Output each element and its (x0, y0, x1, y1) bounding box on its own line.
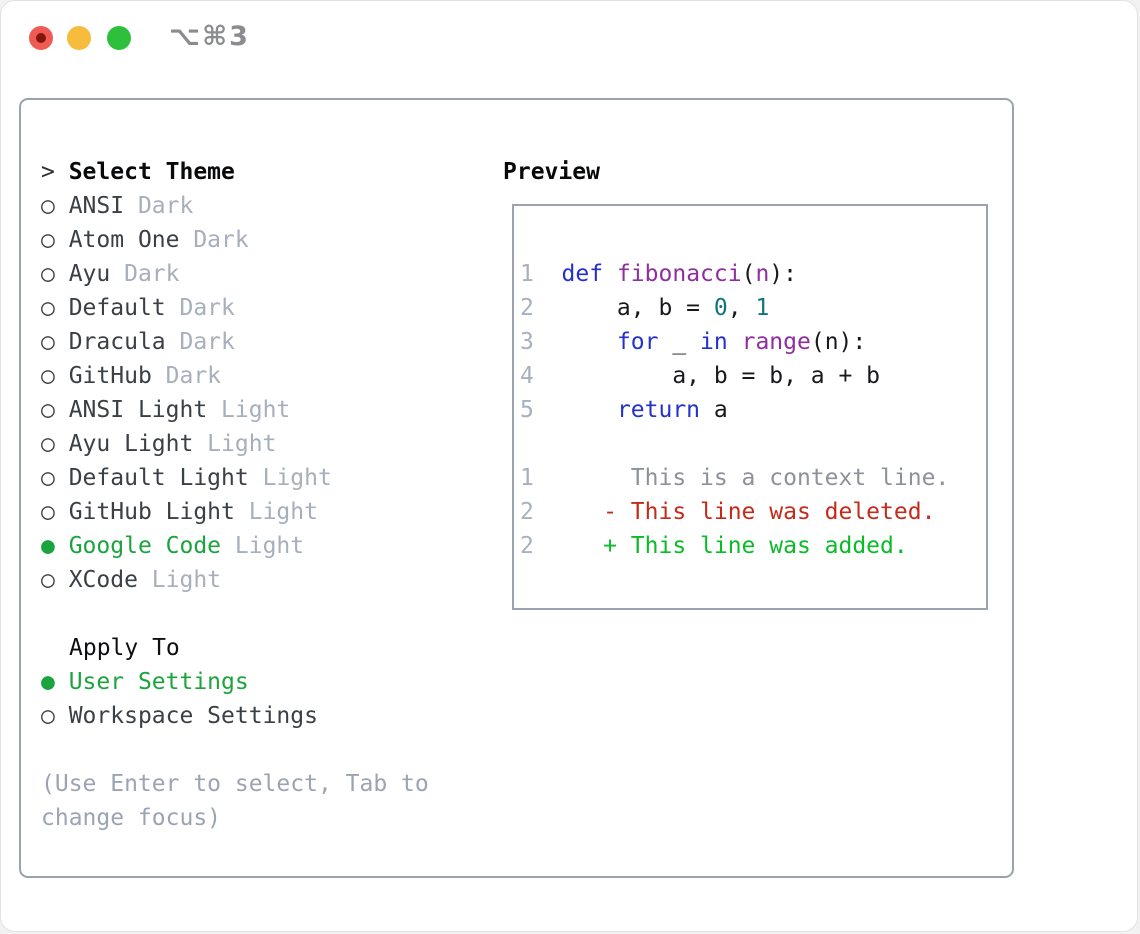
radio-icon: ○ (41, 431, 69, 457)
theme-item-label: GitHub Light (68, 499, 235, 525)
theme-item-label: ANSI (68, 193, 125, 219)
theme-item-label: Default Light (68, 465, 249, 491)
help-line: change focus) (41, 805, 222, 831)
zoom-button-icon[interactable] (107, 26, 131, 50)
preview-line: 4 a, b = b, a + b (520, 363, 881, 389)
minimize-button-icon[interactable] (67, 26, 91, 50)
radio-icon: ○ (41, 261, 69, 287)
preview-line: 3 for _ in range(n): (520, 329, 867, 355)
theme-item-label: XCode (68, 567, 138, 593)
theme-item-ayu-light[interactable]: ○ Ayu Light Light (41, 427, 332, 461)
theme-list: > Select Theme ○ ANSI Dark○ Atom One Dar… (41, 155, 332, 597)
radio-icon: ○ (41, 329, 69, 355)
variant-tag: Dark (151, 363, 222, 389)
preview-line: 2 - This line was deleted. (520, 499, 936, 525)
preview-line (520, 427, 949, 461)
radio-selected-icon: ● (41, 669, 69, 695)
theme-picker-panel: > Select Theme ○ ANSI Dark○ Atom One Dar… (19, 98, 1014, 878)
theme-list-title: Select Theme (68, 159, 235, 185)
theme-item-google-code[interactable]: ● Google Code Light (41, 529, 332, 563)
preview-title: Preview (503, 159, 600, 185)
theme-item-label: Dracula (68, 329, 166, 355)
apply-option-user-settings[interactable]: ● User Settings (41, 665, 318, 699)
help-line: (Use Enter to select, Tab to (41, 771, 429, 797)
variant-tag: Light (234, 499, 318, 525)
apply-to-section: Apply To ● User Settings○ Workspace Sett… (41, 631, 318, 733)
variant-tag: Light (221, 533, 305, 559)
radio-selected-icon: ● (41, 533, 69, 559)
help-text: (Use Enter to select, Tab to change focus… (41, 767, 429, 835)
preview-line: 2 + This line was added. (520, 533, 908, 559)
theme-item-label: Default (68, 295, 166, 321)
theme-item-label: GitHub (68, 363, 152, 389)
radio-icon: ○ (41, 363, 69, 389)
preview-line: 1 This is a context line. (520, 465, 950, 491)
theme-item-xcode[interactable]: ○ XCode Light (41, 563, 332, 597)
variant-tag: Light (207, 397, 291, 423)
theme-item-ansi[interactable]: ○ ANSI Dark (41, 189, 332, 223)
code-preview: 1 def fibonacci(n): 2 a, b = 0, 1 3 for _ … (520, 257, 949, 563)
apply-option-label: Workspace Settings (68, 703, 318, 729)
variant-tag: Light (248, 465, 332, 491)
close-button-icon[interactable] (29, 26, 53, 50)
apply-option-label: User Settings (68, 669, 249, 695)
preview-line: 1 def fibonacci(n): (520, 261, 797, 287)
radio-icon: ○ (41, 499, 69, 525)
variant-tag: Light (193, 431, 277, 457)
theme-item-dracula[interactable]: ○ Dracula Dark (41, 325, 332, 359)
theme-item-label: Atom One (68, 227, 180, 253)
theme-item-default-light[interactable]: ○ Default Light Light (41, 461, 332, 495)
radio-icon: ○ (41, 295, 69, 321)
theme-item-atom-one[interactable]: ○ Atom One Dark (41, 223, 332, 257)
radio-icon: ○ (41, 465, 69, 491)
theme-item-label: ANSI Light (68, 397, 208, 423)
radio-icon: ○ (41, 227, 69, 253)
theme-list-header: > Select Theme (41, 155, 332, 189)
theme-item-github[interactable]: ○ GitHub Dark (41, 359, 332, 393)
radio-icon: ○ (41, 193, 69, 219)
variant-tag: Dark (110, 261, 180, 287)
theme-item-ansi-light[interactable]: ○ ANSI Light Light (41, 393, 332, 427)
theme-item-default[interactable]: ○ Default Dark (41, 291, 332, 325)
variant-tag: Dark (179, 227, 249, 253)
variant-tag: Dark (124, 193, 194, 219)
radio-icon: ○ (41, 703, 69, 729)
preview-line: 5 return a (520, 397, 728, 423)
radio-icon: ○ (41, 397, 69, 423)
theme-item-label: Ayu Light (68, 431, 194, 457)
preview-pane: 1 def fibonacci(n): 2 a, b = 0, 1 3 for _ … (512, 204, 988, 610)
apply-to-title: Apply To (69, 635, 180, 661)
titlebar: ⌥⌘3 (1, 1, 1137, 75)
theme-item-ayu[interactable]: ○ Ayu Dark (41, 257, 332, 291)
window-title: ⌥⌘3 (169, 21, 250, 52)
theme-item-label: Ayu (68, 261, 111, 287)
radio-icon: ○ (41, 567, 69, 593)
apply-option-workspace-settings[interactable]: ○ Workspace Settings (41, 699, 318, 733)
theme-item-label: Google Code (68, 533, 222, 559)
theme-item-github-light[interactable]: ○ GitHub Light Light (41, 495, 332, 529)
focus-caret-icon: > (41, 159, 69, 185)
variant-tag: Dark (165, 329, 235, 355)
preview-line: 2 a, b = 0, 1 (520, 295, 770, 321)
variant-tag: Dark (165, 295, 235, 321)
variant-tag: Light (137, 567, 222, 593)
